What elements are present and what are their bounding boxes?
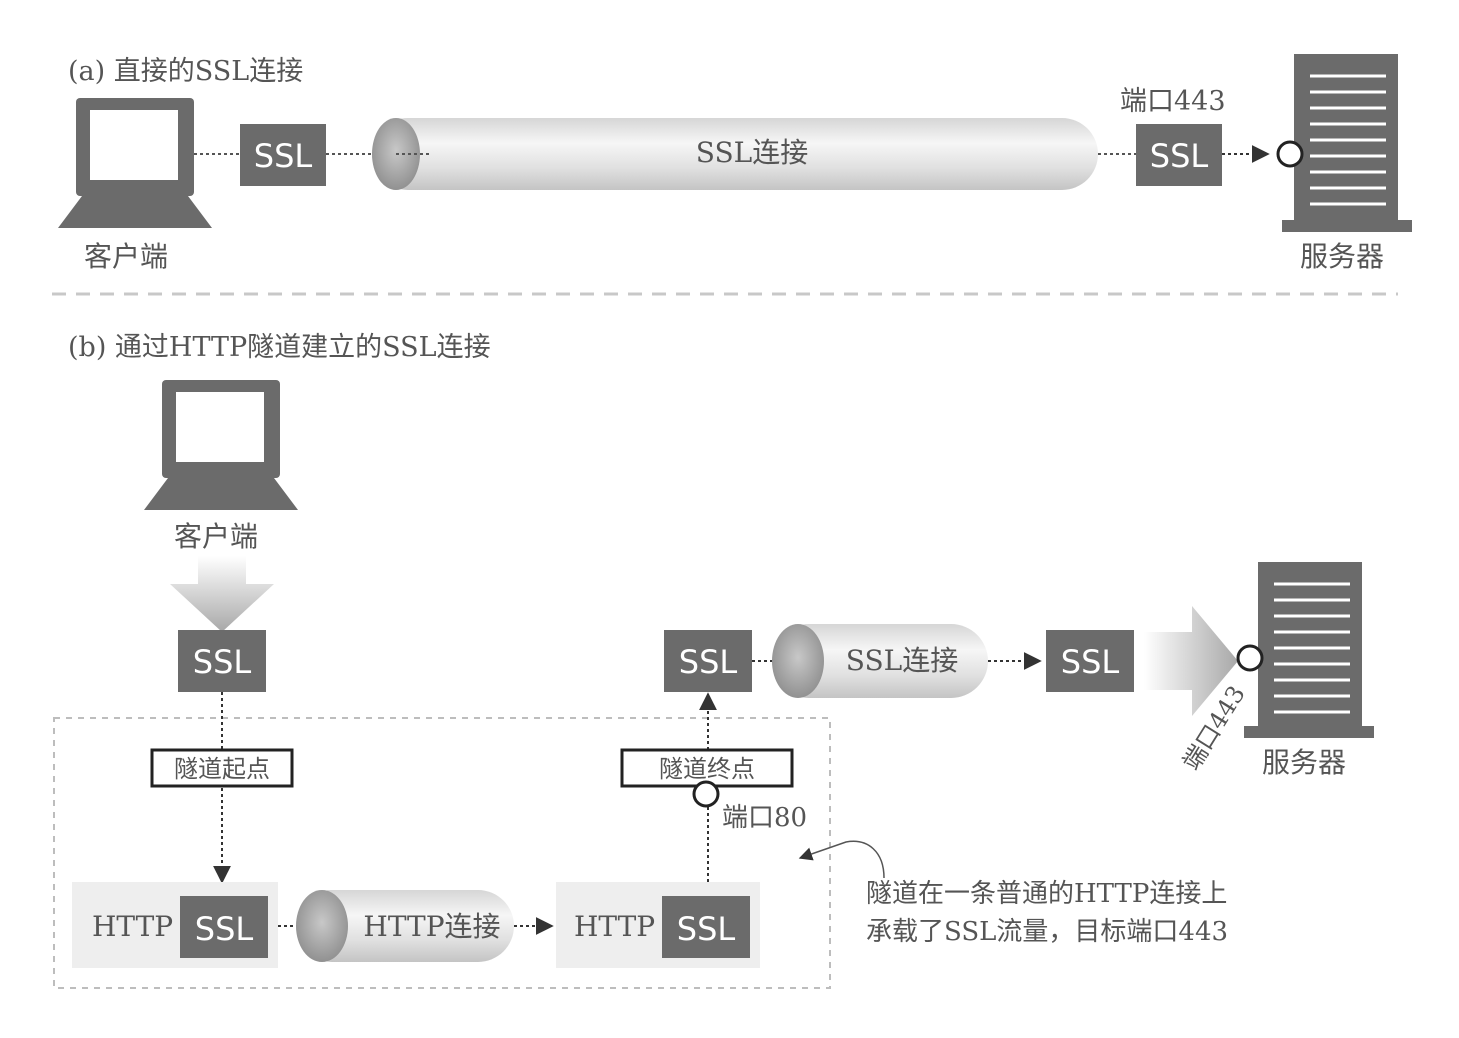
svg-text:SSL: SSL <box>677 910 736 948</box>
server-label: 服务器 <box>1262 746 1346 779</box>
section-a-title: (a) 直接的SSL连接 <box>68 56 303 87</box>
svg-text:SSL: SSL <box>1061 643 1120 681</box>
right-arrow-icon <box>1144 606 1238 716</box>
pipe-label: SSL连接 <box>696 136 808 169</box>
svg-text:SSL: SSL <box>254 137 313 175</box>
section-b-title: (b) 通过HTTP隧道建立的SSL连接 <box>68 332 491 363</box>
svg-text:HTTP: HTTP <box>574 910 655 943</box>
port-443-marker <box>1276 140 1304 168</box>
note-line-2: 承载了SSL流量，目标端口443 <box>866 917 1228 947</box>
client-computer-icon <box>144 380 298 510</box>
http-ssl-right-panel: HTTP SSL <box>556 882 760 968</box>
server-icon <box>1244 562 1374 738</box>
ssl-box-tunnel-end: SSL <box>664 630 752 692</box>
port-443-marker <box>1236 644 1264 672</box>
port-80-label: 端口80 <box>722 803 807 833</box>
server-icon <box>1282 54 1412 232</box>
svg-text:HTTP: HTTP <box>92 910 173 943</box>
tunnel-start-box: 隧道起点 <box>150 748 294 788</box>
http-ssl-left-panel: HTTP SSL <box>72 882 278 968</box>
ssl-connection-pipe <box>772 624 988 698</box>
client-computer-icon <box>58 98 212 228</box>
ssl-box-server: SSL <box>1136 124 1222 186</box>
client-label: 客户端 <box>84 240 168 273</box>
callout-pointer <box>798 840 885 879</box>
down-arrow-icon <box>170 556 274 632</box>
svg-text:SSL: SSL <box>1150 137 1209 175</box>
client-label: 客户端 <box>174 520 258 553</box>
port-80-marker <box>692 780 720 808</box>
tunnel-region <box>53 717 831 989</box>
port-443-label: 端口443 <box>1120 86 1226 117</box>
ssl-connection-pipe <box>372 118 1098 190</box>
http-connection-pipe <box>296 890 514 962</box>
svg-text:SSL: SSL <box>679 643 738 681</box>
server-label: 服务器 <box>1300 240 1384 273</box>
port-443-label: 端口443 <box>1177 681 1250 775</box>
ssl-pipe-label: SSL连接 <box>846 644 958 677</box>
svg-text:SSL: SSL <box>193 643 252 681</box>
note-line-1: 隧道在一条普通的HTTP连接上 <box>866 879 1227 909</box>
ssl-box-client: SSL <box>240 124 326 186</box>
svg-text:隧道起点: 隧道起点 <box>174 755 270 783</box>
svg-text:隧道终点: 隧道终点 <box>659 755 755 783</box>
svg-text:SSL: SSL <box>195 910 254 948</box>
ssl-box-client: SSL <box>178 630 266 692</box>
ssl-box-server: SSL <box>1046 630 1134 692</box>
http-pipe-label: HTTP连接 <box>363 910 500 943</box>
